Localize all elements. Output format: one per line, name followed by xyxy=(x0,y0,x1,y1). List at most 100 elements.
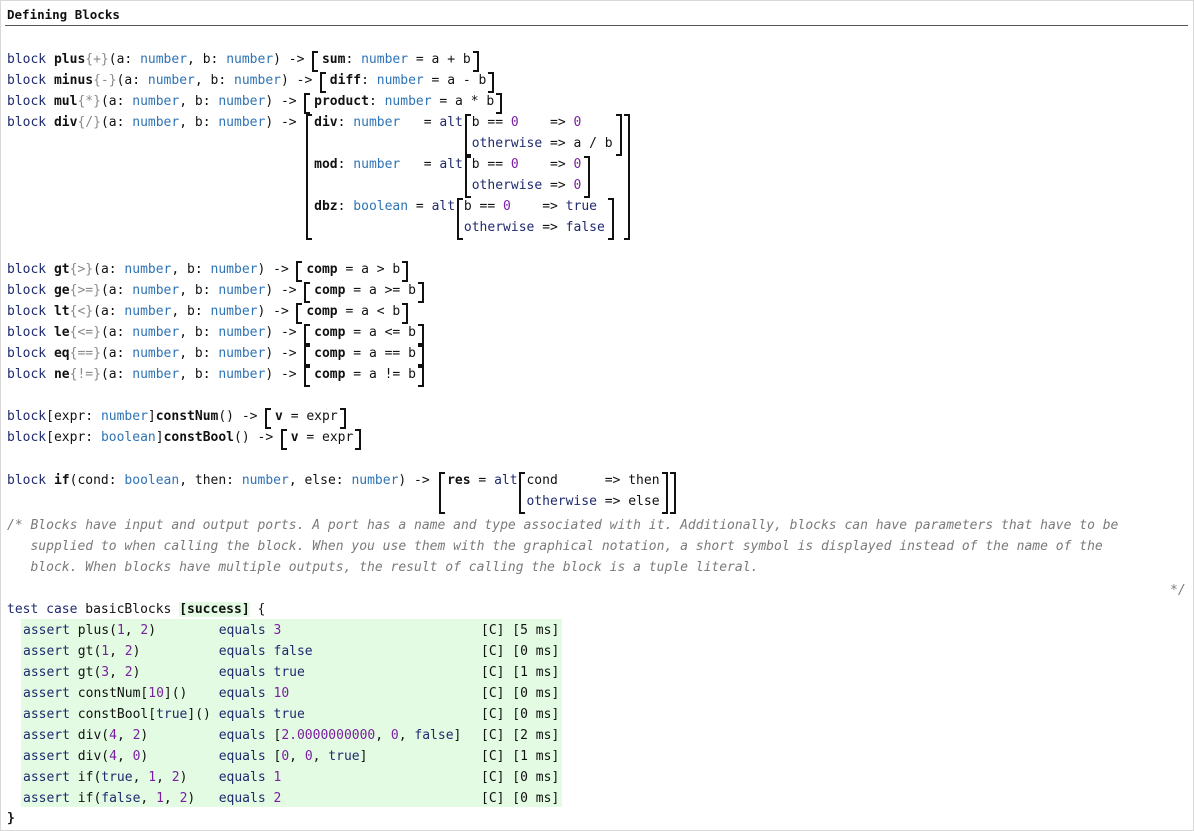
alt-row[interactable]: otherwise => 0 xyxy=(472,175,582,196)
assert-row[interactable]: assert constBool[true]() equals true xyxy=(23,704,305,725)
param-type: number xyxy=(132,325,180,340)
keyword-block: block xyxy=(7,283,54,298)
doc-comment-line[interactable]: /* Blocks have input and output ports. A… xyxy=(7,515,1118,536)
code-token: ) -> xyxy=(280,73,321,88)
param-type: number xyxy=(218,115,266,130)
output-name: div xyxy=(314,115,338,130)
block-output-ne[interactable]: comp = a != b xyxy=(314,364,416,385)
block-definition-div[interactable]: block div{/}(a: number, b: number) -> xyxy=(7,112,304,133)
alt-bracket-right xyxy=(662,472,669,514)
block-output-gt[interactable]: comp = a > b xyxy=(306,259,400,280)
block-output-ge[interactable]: comp = a >= b xyxy=(314,280,416,301)
assert-meta[interactable]: [C] [5 ms] xyxy=(481,620,559,641)
block-definition-minus[interactable]: block minus{-}(a: number, b: number) -> xyxy=(7,70,320,91)
block-output-constBool[interactable]: v = expr xyxy=(291,427,354,448)
output-name: comp xyxy=(306,262,338,277)
param-name: b: xyxy=(194,115,219,130)
assert-meta[interactable]: [C] [0 ms] xyxy=(481,767,559,788)
assert-row[interactable]: assert gt(1, 2) equals false xyxy=(23,641,313,662)
alt-row[interactable]: b == 0 => 0 xyxy=(472,154,582,175)
assert-meta[interactable]: [C] [0 ms] xyxy=(481,704,559,725)
param-type: number xyxy=(210,262,258,277)
div-output-mod[interactable]: mod: number = alt xyxy=(314,154,463,175)
block-definition-le[interactable]: block le{<=}(a: number, b: number) -> xyxy=(7,322,304,343)
code-token: ( xyxy=(108,52,117,67)
block-definition-ne[interactable]: block ne{!=}(a: number, b: number) -> xyxy=(7,364,304,385)
test-case-close[interactable]: } xyxy=(7,808,15,829)
code-token: cond => then xyxy=(526,473,660,488)
assert-meta[interactable]: [C] [0 ms] xyxy=(481,641,559,662)
keyword-equals: equals xyxy=(218,791,274,806)
assert-row[interactable]: assert gt(3, 2) equals true xyxy=(23,662,305,683)
alt-row[interactable]: otherwise => false xyxy=(464,217,605,238)
code-token: div( xyxy=(77,728,110,743)
assert-timing: [C] [0 ms] xyxy=(481,791,560,806)
output-bracket-left xyxy=(306,114,313,240)
block-output-plus[interactable]: sum: number = a + b xyxy=(322,49,471,70)
block-output-eq[interactable]: comp = a == b xyxy=(314,343,416,364)
output-name: diff xyxy=(329,73,362,88)
assert-row[interactable]: assert plus(1, 2) equals 3 xyxy=(23,620,281,641)
assert-meta[interactable]: [C] [0 ms] xyxy=(481,788,559,809)
output-bracket-left xyxy=(280,429,287,450)
assert-row[interactable]: assert div(4, 0) equals [0, 0, true] xyxy=(23,746,367,767)
block-definition-gt[interactable]: block gt{>}(a: number, b: number) -> xyxy=(7,259,297,280)
block-definition-constNum[interactable]: block[expr: number]constNum() -> xyxy=(7,406,265,427)
code-token xyxy=(140,644,218,659)
keyword-block: block xyxy=(7,73,54,88)
alt-row[interactable]: cond => then xyxy=(526,470,659,491)
boolean-literal: true xyxy=(101,770,133,785)
code-token: gt( xyxy=(77,665,102,680)
doc-comment-line[interactable]: block. When blocks have multiple outputs… xyxy=(7,557,758,578)
param-type: boolean xyxy=(100,430,156,445)
div-output-div[interactable]: div: number = alt xyxy=(314,112,463,133)
block-definition-mul[interactable]: block mul{*}(a: number, b: number) -> xyxy=(7,91,304,112)
alt-row[interactable]: b == 0 => true xyxy=(464,196,597,217)
keyword-equals: equals xyxy=(218,770,274,785)
doc-comment-line[interactable]: supplied to when calling the block. When… xyxy=(7,536,1102,557)
assert-row[interactable]: assert div(4, 2) equals [2.0000000000, 0… xyxy=(23,725,461,746)
test-case-header[interactable]: test case basicBlocks [success] { xyxy=(7,599,265,620)
block-definition-ge[interactable]: block ge{>=}(a: number, b: number) -> xyxy=(7,280,304,301)
code-token: ) xyxy=(148,623,157,638)
block-output-mul[interactable]: product: number = a * b xyxy=(314,91,494,112)
block-output-minus[interactable]: diff: number = a - b xyxy=(330,70,487,91)
number-literal: 0 xyxy=(510,115,519,130)
code-token: , xyxy=(179,346,195,361)
block-definition-plus[interactable]: block plus{+}(a: number, b: number) -> xyxy=(7,49,312,70)
assert-meta[interactable]: [C] [0 ms] xyxy=(481,683,559,704)
assert-timing: [C] [0 ms] xyxy=(481,644,560,659)
keyword-assert: assert xyxy=(23,707,78,722)
param-type: number xyxy=(218,325,266,340)
assert-row[interactable]: assert if(true, 1, 2) equals 1 xyxy=(23,767,281,788)
keyword-block: block xyxy=(7,325,54,340)
output-name: res xyxy=(447,473,471,488)
code-token: { xyxy=(249,602,266,617)
assert-timing: [C] [1 ms] xyxy=(481,665,560,680)
block-definition-constBool[interactable]: block[expr: boolean]constBool() -> xyxy=(7,427,281,448)
block-definition-eq[interactable]: block eq{==}(a: number, b: number) -> xyxy=(7,343,304,364)
assert-meta[interactable]: [C] [1 ms] xyxy=(481,746,559,767)
block-output-constNum[interactable]: v = expr xyxy=(275,406,338,427)
block-output-le[interactable]: comp = a <= b xyxy=(314,322,416,343)
assert-row[interactable]: assert constNum[10]() equals 10 xyxy=(23,683,289,704)
param-name: a: xyxy=(124,73,148,88)
div-output-dbz[interactable]: dbz: boolean = alt xyxy=(314,196,455,217)
alt-row[interactable]: otherwise => a / b xyxy=(472,133,613,154)
param-type: number xyxy=(218,283,266,298)
alt-row[interactable]: otherwise => else xyxy=(526,491,659,512)
code-token: = xyxy=(400,115,440,130)
keyword-alt: alt xyxy=(439,157,463,172)
block-definition-lt[interactable]: block lt{<}(a: number, b: number) -> xyxy=(7,301,297,322)
code-token: ) -> xyxy=(265,325,305,340)
assert-meta[interactable]: [C] [2 ms] xyxy=(481,725,559,746)
number-literal: 1 xyxy=(156,791,164,806)
code-token: () -> xyxy=(234,430,281,445)
assert-meta[interactable]: [C] [1 ms] xyxy=(481,662,559,683)
block-definition-if[interactable]: block if(cond: boolean, then: number, el… xyxy=(7,470,438,491)
assert-row[interactable]: assert if(false, 1, 2) equals 2 xyxy=(23,788,281,809)
alt-row[interactable]: b == 0 => 0 xyxy=(472,112,582,133)
code-token: , xyxy=(194,73,211,88)
block-output-lt[interactable]: comp = a < b xyxy=(306,301,400,322)
if-output[interactable]: res = alt xyxy=(447,470,517,491)
